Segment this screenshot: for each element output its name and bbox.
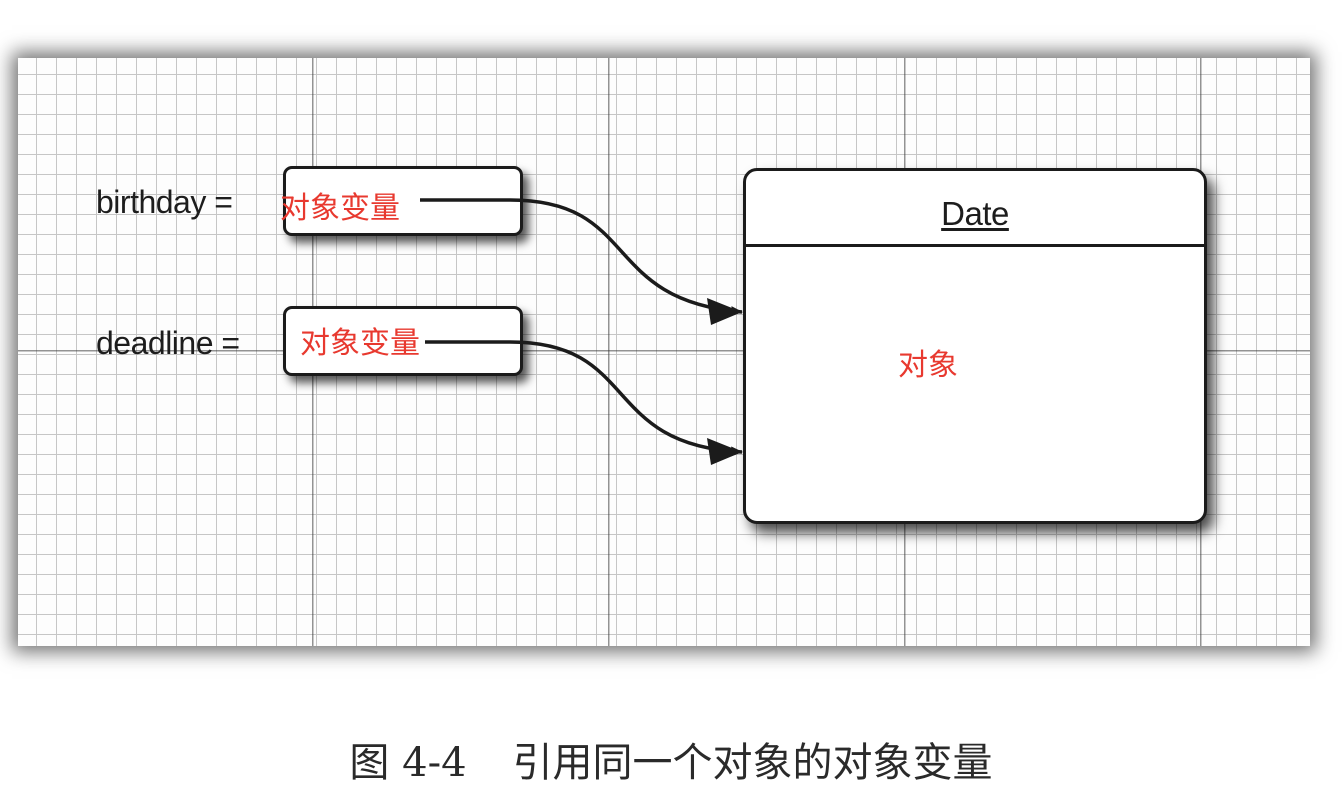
object-class-name: Date: [941, 195, 1009, 232]
figure-number: 图 4-4: [349, 740, 467, 786]
object-box: Date: [743, 168, 1207, 524]
figure-caption: 图 4-4 引用同一个对象的对象变量: [0, 730, 1342, 788]
annotation-object-variable-deadline: 对象变量: [300, 326, 420, 361]
figure-caption-text: 引用同一个对象的对象变量: [512, 740, 993, 786]
annotation-object-variable-birthday: 对象变量: [280, 191, 400, 226]
variable-label-birthday: birthday =: [96, 184, 233, 220]
annotation-object: 对象: [898, 348, 958, 383]
object-header: Date: [746, 171, 1204, 247]
variable-label-deadline: deadline =: [96, 325, 240, 361]
